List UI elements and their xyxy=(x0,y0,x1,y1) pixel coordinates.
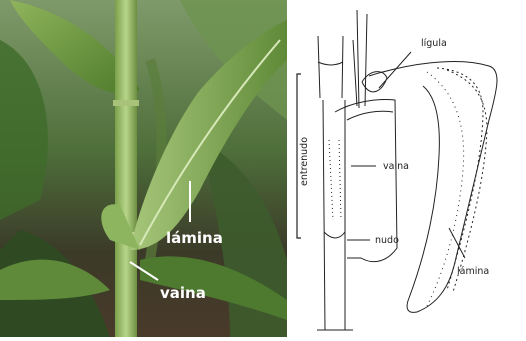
maize-photo-panel: lámina vaina xyxy=(0,0,287,337)
photo-label-lamina: lámina xyxy=(166,229,223,247)
ligula-pointer-line xyxy=(379,52,411,88)
leaf-diagram-panel: lígula entrenudo vaina nudo lámina xyxy=(287,0,526,337)
photo-label-vaina: vaina xyxy=(160,284,206,302)
diagram-label-entrenudo: entrenudo xyxy=(299,137,310,186)
leaf-diagram: lígula entrenudo vaina nudo lámina xyxy=(287,0,526,337)
diagram-label-nudo: nudo xyxy=(375,235,399,246)
diagram-label-ligula: lígula xyxy=(421,38,447,49)
maize-photo: lámina vaina xyxy=(0,0,287,337)
diagram-label-lamina: lámina xyxy=(457,266,489,277)
diagram-label-vaina: vaina xyxy=(383,161,409,172)
